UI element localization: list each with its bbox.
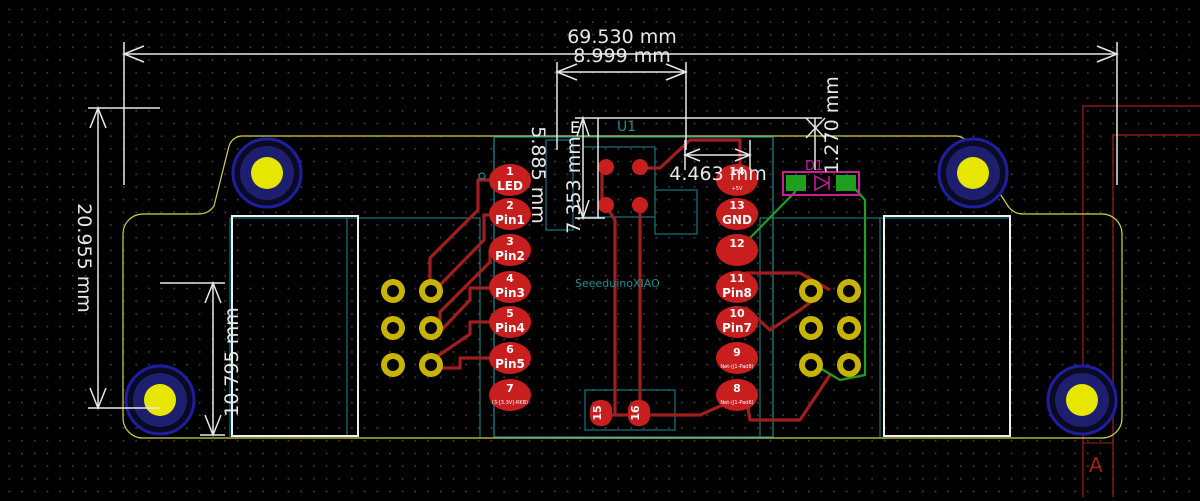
pad-7: 7 (3-[3.3V]-RKB) [489, 379, 531, 411]
dimension-jack-height-label: 10.795 mm [221, 307, 243, 417]
pad-3: 3 Pin2 [489, 234, 531, 266]
pad-6: 6 Pin5 [489, 342, 531, 374]
dimension-jack-height[interactable] [160, 280, 225, 438]
jack-fab-outlines [229, 217, 1011, 437]
svg-text:LED: LED [497, 179, 523, 193]
svg-text:1: 1 [506, 165, 514, 178]
svg-text:Pin4: Pin4 [495, 321, 525, 335]
svg-text:+5V: +5V [732, 186, 743, 192]
svg-text:11: 11 [729, 272, 744, 285]
pad-10: 10 Pin7 [716, 306, 758, 338]
svg-text:9: 9 [733, 346, 741, 359]
svg-text:Pin8: Pin8 [722, 286, 752, 300]
module-bottom-pads[interactable]: 15 16 [590, 400, 650, 426]
svg-text:7: 7 [506, 382, 514, 395]
module-right-pads[interactable]: 14 +5V 13 GND 12 11 Pin8 10 Pin7 9 Net-(… [716, 164, 758, 411]
svg-text:Pin7: Pin7 [722, 321, 752, 335]
sheet-letter: A [1089, 453, 1103, 477]
pad-4: 4 Pin3 [489, 271, 531, 303]
led-footprint-d1[interactable]: D1 [782, 159, 860, 196]
svg-text:15: 15 [591, 405, 604, 420]
dimension-header-offset-label: 5.885 mm [527, 126, 549, 223]
dimension-led-pitch[interactable] [805, 117, 826, 170]
svg-text:GND: GND [722, 213, 752, 227]
dimension-overall-width[interactable] [121, 42, 1120, 185]
dimension-led-pitch-label: 1.270 mm [821, 76, 843, 173]
svg-text:Pin1: Pin1 [495, 213, 525, 227]
pad-11: 11 Pin8 [716, 271, 758, 303]
module-header-pads[interactable] [598, 159, 648, 213]
svg-text:16: 16 [629, 405, 642, 421]
pad-2: 2 Pin1 [489, 198, 531, 230]
dimension-header-offset[interactable] [575, 115, 822, 221]
svg-text:13: 13 [729, 199, 744, 212]
svg-text:3: 3 [506, 235, 514, 248]
pad-8: 8 Net-(J1-Pad6) [716, 379, 758, 411]
dimension-board-height[interactable] [88, 105, 160, 411]
svg-text:10: 10 [729, 307, 745, 320]
jack-silkscreen [231, 215, 1011, 437]
dimension-overall-width-label: 69.530 mm [567, 26, 677, 48]
svg-text:(3-[3.3V]-RKB): (3-[3.3V]-RKB) [492, 400, 528, 406]
pad-1: 1 LED [489, 164, 531, 196]
dimension-module-width[interactable] [554, 62, 689, 150]
dimension-board-height-label: 20.955 mm [73, 203, 95, 313]
module-reference: U1 [617, 119, 636, 135]
jack-pins[interactable] [381, 279, 861, 377]
jack-left-pins [381, 279, 443, 377]
pad-13: 13 GND [716, 198, 758, 230]
svg-text:Pin5: Pin5 [495, 357, 525, 371]
dimension-header-spacing[interactable] [682, 140, 753, 170]
module-value: SeeeduinoXIAO [575, 277, 660, 290]
dimension-header-spacing-label: 4.463 mm [669, 163, 766, 185]
pad-12: 12 [716, 234, 758, 266]
svg-text:4: 4 [506, 272, 514, 285]
svg-text:6: 6 [506, 343, 514, 356]
svg-text:5: 5 [506, 307, 514, 320]
module-left-pads[interactable]: 1 LED 2 Pin1 3 Pin2 4 Pin3 5 Pin4 6 Pin5… [489, 164, 531, 411]
pad-5: 5 Pin4 [489, 306, 531, 338]
svg-text:Pin2: Pin2 [495, 249, 525, 263]
svg-text:8: 8 [733, 382, 741, 395]
led-reference: D1 [805, 159, 823, 174]
svg-text:12: 12 [729, 237, 744, 250]
svg-text:2: 2 [506, 199, 514, 212]
dimension-module-width-label: 8.999 mm [573, 45, 670, 67]
dimension-header-depth-label: 7.353 mm [563, 136, 585, 233]
pad-14: 14 +5V [716, 164, 758, 196]
svg-text:Net-(J1-Pad6): Net-(J1-Pad6) [720, 400, 753, 406]
jack-right-pins [799, 279, 861, 377]
board-outline[interactable] [122, 135, 1123, 439]
header-reference: E [570, 118, 580, 137]
svg-text:Net-(J1-Pad8): Net-(J1-Pad8) [720, 364, 753, 370]
pad-9: 9 Net-(J1-Pad8) [716, 342, 758, 374]
module-silkscreen: U1 SeeeduinoXIAO E [478, 118, 660, 290]
svg-text:Pin3: Pin3 [495, 286, 525, 300]
svg-text:14: 14 [729, 165, 745, 178]
mounting-holes[interactable] [124, 137, 1118, 436]
